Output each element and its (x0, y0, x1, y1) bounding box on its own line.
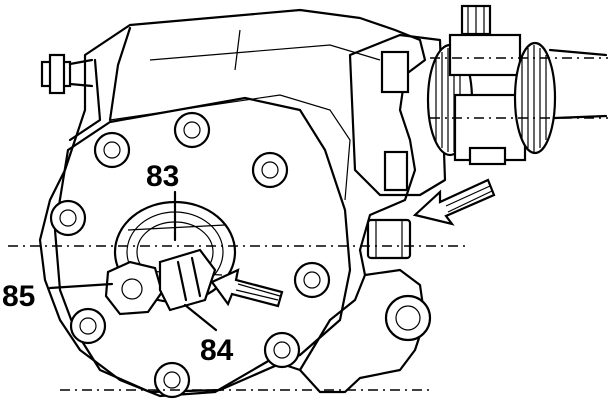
bolt (251, 151, 289, 189)
leader-lines (48, 190, 218, 332)
bolt (173, 111, 211, 149)
input-shaft-spline (426, 4, 608, 166)
steering-gear-housing (38, 8, 427, 398)
cover-bolts (49, 111, 331, 399)
callout-83: 83 (146, 160, 179, 193)
callout-84: 84 (200, 334, 234, 367)
lock-nut (104, 260, 164, 316)
bolt (293, 261, 331, 299)
center-lines (8, 57, 608, 391)
bolt (93, 131, 131, 169)
bolt (49, 199, 87, 237)
bolt (153, 361, 191, 399)
bolt (69, 307, 107, 345)
callout-85: 85 (2, 280, 35, 313)
end-cap-nut (40, 53, 94, 95)
adjusting-screw (158, 248, 217, 312)
arrow-icon (210, 268, 284, 308)
bolt (263, 331, 301, 369)
cover-plate (53, 96, 352, 394)
arrow-icon (412, 178, 496, 226)
valve-body (348, 33, 447, 342)
